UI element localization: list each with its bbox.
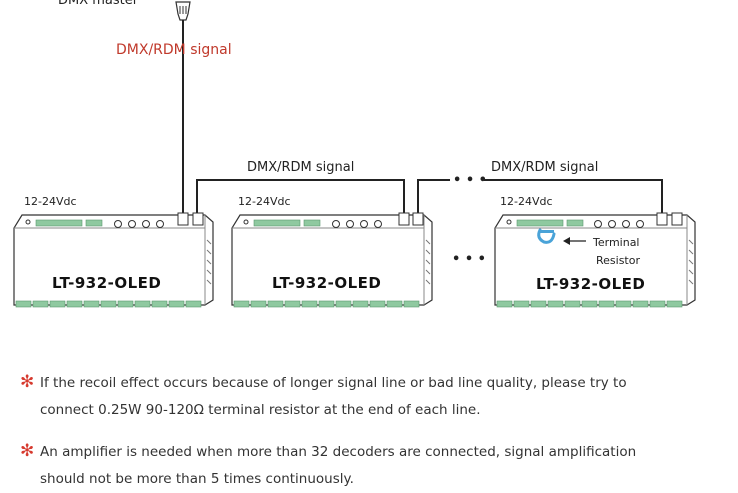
- device-3-model: LT-932-OLED: [536, 275, 645, 293]
- note-1-line1: If the recoil effect occurs because of l…: [40, 375, 627, 391]
- note-2-line1: An amplifier is needed when more than 32…: [40, 444, 637, 460]
- link-wire-2b: [484, 179, 663, 214]
- link-wire-1: [196, 179, 405, 214]
- device-2-power-label: 12-24Vdc: [238, 195, 291, 208]
- terminal-resistor-icon: [537, 228, 556, 244]
- terminal-resistor-label-line1: Terminal: [592, 236, 640, 249]
- note-1: ✻ If the recoil effect occurs because of …: [20, 369, 627, 424]
- note-2-line2: should not be more than 5 times continuo…: [40, 471, 354, 487]
- device-3: 12-24Vdc Terminal Resistor LT-93: [494, 195, 696, 308]
- terminal-resistor-label-line2: Resistor: [596, 254, 640, 267]
- note-2: ✻ An amplifier is needed when more than 3…: [20, 438, 636, 493]
- device-2-model: LT-932-OLED: [272, 274, 381, 292]
- device-3-power-label: 12-24Vdc: [500, 195, 553, 208]
- incoming-signal-label: DMX/RDM signal: [116, 42, 232, 58]
- link-signal-label-1: DMX/RDM signal: [247, 160, 354, 175]
- device-1: 12-24Vdc LT-932-OLED: [13, 195, 214, 308]
- asterisk-icon: ✻: [20, 372, 35, 392]
- link-signal-label-2: DMX/RDM signal: [491, 160, 598, 175]
- link-wire-2a: [417, 179, 450, 214]
- note-1-line2: connect 0.25W 90-120Ω terminal resistor …: [40, 402, 481, 418]
- device-1-power-label: 12-24Vdc: [24, 195, 77, 208]
- dmx-plug-icon: [175, 1, 191, 21]
- link-continuation-dots: • • •: [453, 173, 487, 188]
- device-continuation-dots: • • •: [452, 252, 486, 267]
- device-1-model: LT-932-OLED: [52, 274, 161, 292]
- asterisk-icon: ✻: [20, 441, 35, 461]
- master-label-cropped: DMX master: [58, 0, 139, 8]
- arrow-left-icon: [563, 237, 586, 245]
- device-2: 12-24Vdc LT-932-OLED: [231, 195, 433, 308]
